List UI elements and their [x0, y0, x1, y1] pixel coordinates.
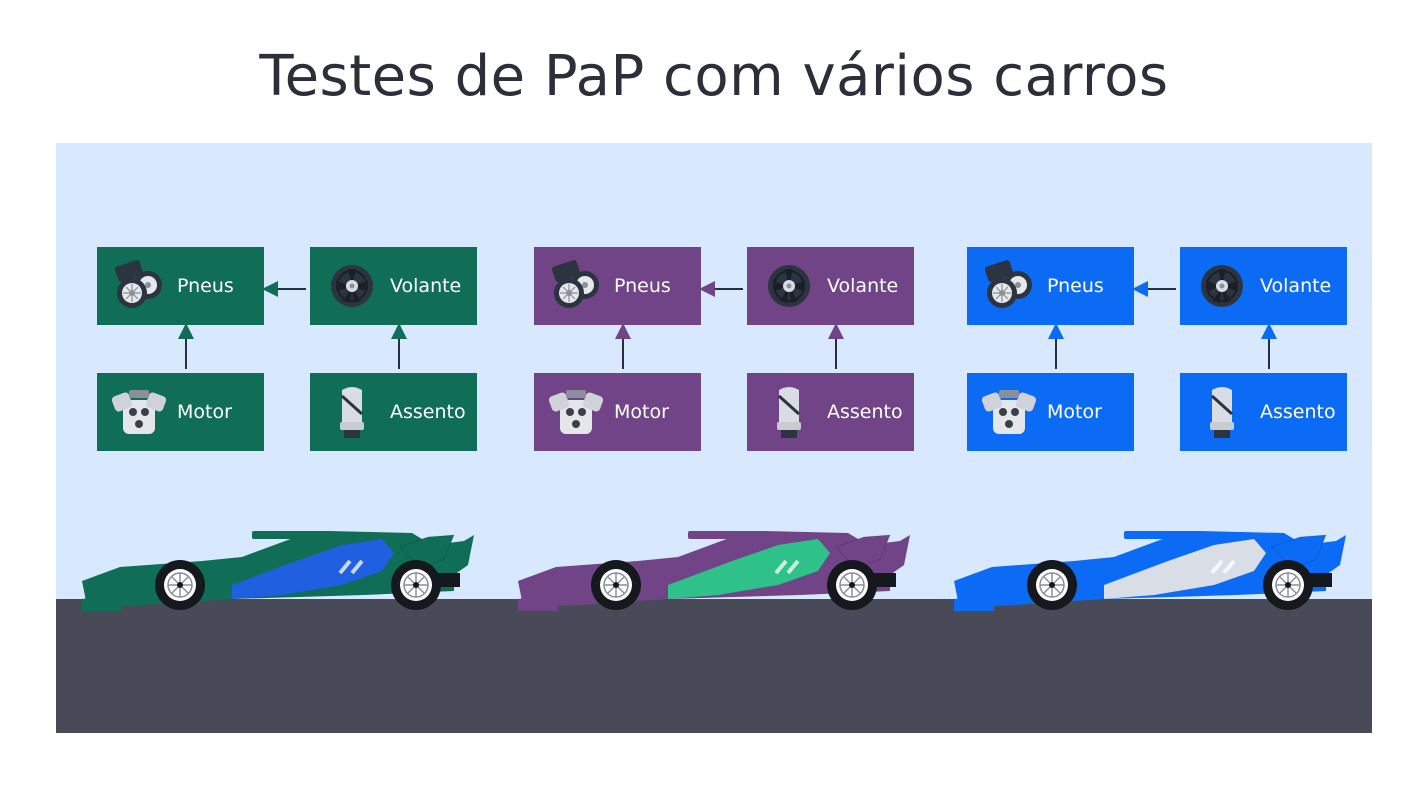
engine-icon: [546, 382, 606, 442]
seat-icon: [322, 382, 382, 442]
engine-icon: [979, 382, 1039, 442]
tires-icon: [546, 256, 606, 316]
engine-box: Motor: [967, 373, 1134, 451]
engine-box: Motor: [534, 373, 701, 451]
engine-label: Motor: [1047, 401, 1102, 423]
steering-wheel-icon: [759, 256, 819, 316]
seat-box: Assento: [747, 373, 914, 451]
scene: Pneus Volante Motor Assento: [56, 143, 1372, 733]
steering-wheel-icon: [322, 256, 382, 316]
race-car-green: [82, 531, 474, 611]
steering-label: Volante: [390, 275, 462, 297]
steering-box: Volante: [747, 247, 914, 325]
wheel-icon: [391, 560, 441, 610]
wheel-icon: [155, 560, 205, 610]
wheel-icon: [1027, 560, 1077, 610]
steering-box: Volante: [1180, 247, 1347, 325]
steering-wheel-icon: [1192, 256, 1252, 316]
tires-icon: [109, 256, 169, 316]
wheel-icon: [591, 560, 641, 610]
engine-box: Motor: [97, 373, 264, 451]
wheel-icon: [1263, 560, 1313, 610]
engine-label: Motor: [177, 401, 232, 423]
dependency-arrows: [178, 281, 1277, 369]
tires-label: Pneus: [177, 275, 234, 297]
seat-label: Assento: [827, 401, 903, 423]
seat-box: Assento: [310, 373, 477, 451]
steering-label: Volante: [827, 275, 899, 297]
page-title: Testes de PaP com vários carros: [259, 44, 1169, 109]
tires-label: Pneus: [614, 275, 671, 297]
seat-icon: [1192, 382, 1252, 442]
seat-label: Assento: [390, 401, 466, 423]
seat-icon: [759, 382, 819, 442]
tires-box: Pneus: [97, 247, 264, 325]
engine-icon: [109, 382, 169, 442]
race-car-blue: [954, 531, 1346, 611]
race-car-purple: [518, 531, 910, 611]
wheel-icon: [827, 560, 877, 610]
engine-label: Motor: [614, 401, 669, 423]
tires-box: Pneus: [967, 247, 1134, 325]
steering-box: Volante: [310, 247, 477, 325]
road: [56, 599, 1372, 733]
seat-box: Assento: [1180, 373, 1347, 451]
tires-box: Pneus: [534, 247, 701, 325]
tires-label: Pneus: [1047, 275, 1104, 297]
seat-label: Assento: [1260, 401, 1336, 423]
tires-icon: [979, 256, 1039, 316]
steering-label: Volante: [1260, 275, 1332, 297]
